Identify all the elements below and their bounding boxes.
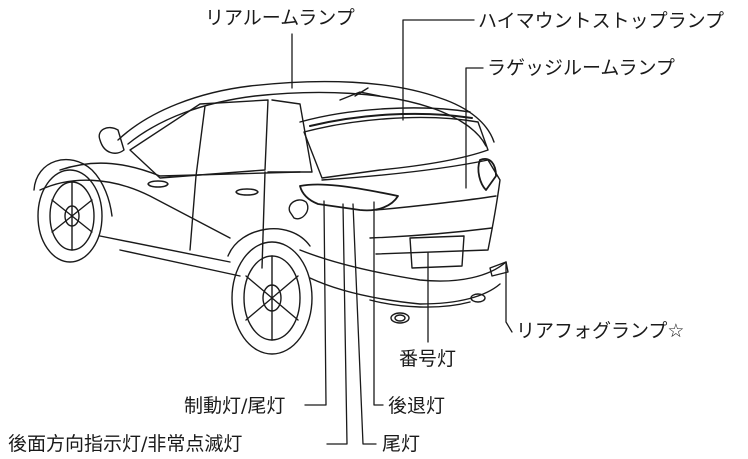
label-rear-fog-lamp: リアフォグランプ☆ (516, 320, 685, 342)
label-tail-lamp: 尾灯 (382, 433, 421, 455)
label-license-lamp: 番号灯 (399, 348, 457, 370)
car-body (33, 80, 509, 324)
leader-rear-fog-lamp (505, 261, 513, 333)
label-turn-hazard-lamp: 後面方向指示灯/非常点滅灯 (8, 433, 243, 455)
label-backup-lamp: 後退灯 (388, 395, 446, 417)
leader-backup-lamp (373, 201, 384, 406)
leader-high-mount-stop-lamp (402, 19, 475, 121)
rear-wheel (231, 241, 313, 355)
leader-lines (291, 19, 513, 445)
label-brake-tail-lamp: 制動灯/尾灯 (184, 395, 286, 417)
label-luggage-room-lamp: ラゲッジルームランプ (487, 57, 675, 79)
label-high-mount-stop-lamp: ハイマウントストップランプ (478, 10, 725, 32)
leader-brake-tail-lamp (304, 200, 327, 406)
leader-tail-lamp (352, 203, 377, 445)
label-rear-room-lamp: リアルームランプ (205, 7, 355, 29)
front-wheel (37, 169, 103, 263)
leader-turn-hazard-lamp (326, 203, 348, 445)
leader-luggage-room-lamp (465, 67, 484, 189)
